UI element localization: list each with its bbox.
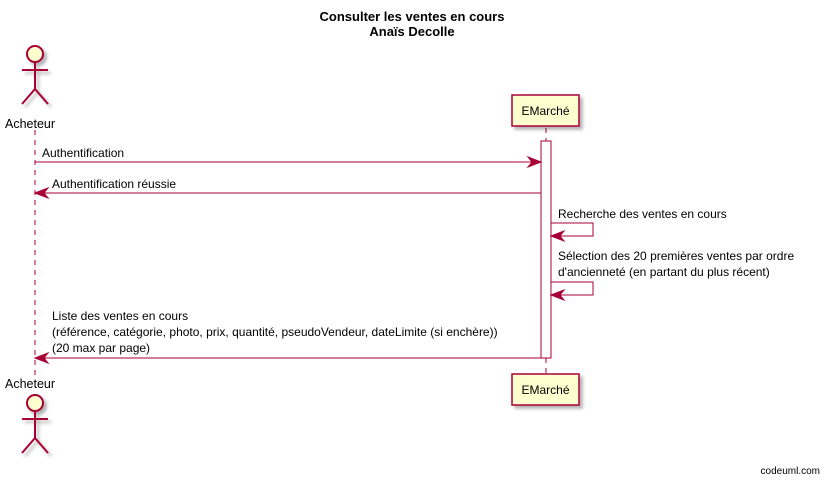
self-message-arrow [551,222,594,237]
message-label: Authentification [42,146,124,160]
participant-name-bottom: EMarché [521,383,569,397]
arrowhead-icon [526,155,543,169]
self-message-arrow [551,281,594,296]
message-label: Authentification réussie [52,177,176,191]
watermark: codeuml.com [761,466,820,477]
arrowhead-icon [549,229,566,243]
arrowhead-icon [33,186,50,200]
diagram-author: Anaïs Decolle [369,24,454,39]
actor-acheteur-bottom: Acheteur [5,377,55,454]
message-label-line1: Sélection des 20 premières ventes par or… [558,249,794,263]
stick-figure-icon [21,45,49,105]
message-label-line3: (20 max par page) [52,341,150,355]
participant-box [511,373,580,406]
participant-name-top: EMarché [521,104,569,118]
actor-acheteur-top: Acheteur [5,45,55,131]
arrowhead-icon [549,288,566,302]
message-label-line2: d'ancienneté (en partant du plus récent) [558,265,770,279]
message-label-line1: Liste des ventes en cours [52,309,188,323]
message-selection-self: Sélection des 20 premières ventes par or… [549,249,794,302]
message-label: Recherche des ventes en cours [558,207,727,221]
diagram-title: Consulter les ventes en cours [320,9,505,24]
participant-box [511,94,580,127]
participant-emarche-top: EMarché [511,94,580,127]
stick-figure-icon [21,394,49,454]
emarche-activation-bar [540,140,552,359]
message-authentification-reussie: Authentification réussie [33,177,541,200]
message-recherche-self: Recherche des ventes en cours [549,207,727,243]
message-authentification: Authentification [35,146,543,169]
message-liste-ventes: Liste des ventes en cours (référence, ca… [33,309,541,365]
arrowhead-icon [33,351,50,365]
actor-name-top: Acheteur [5,117,55,131]
message-label-line2: (référence, catégorie, photo, prix, quan… [52,325,498,339]
participant-emarche-bottom: EMarché [511,373,580,406]
actor-name-bottom: Acheteur [5,377,55,391]
